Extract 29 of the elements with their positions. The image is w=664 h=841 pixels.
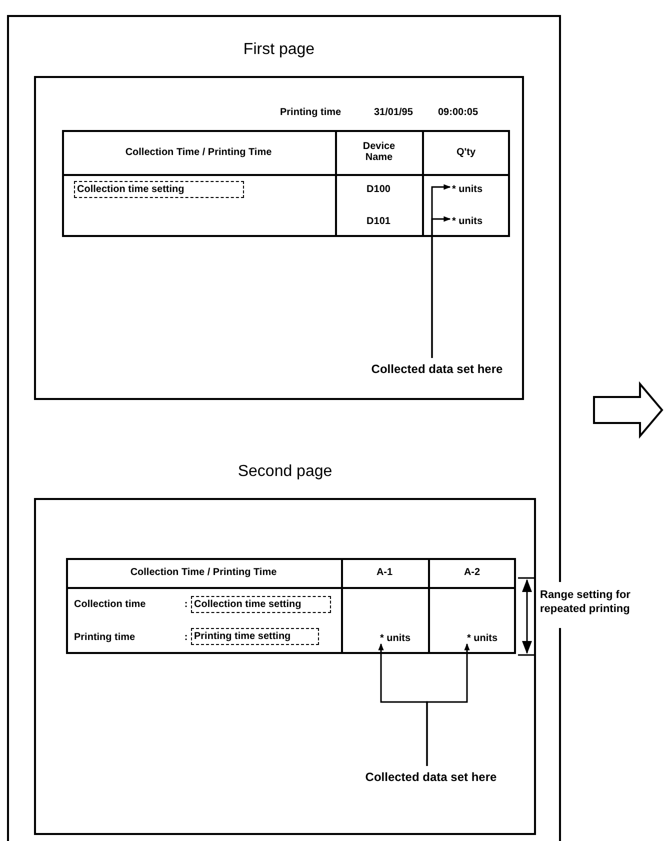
column-header: Device Name	[362, 140, 396, 165]
column-header: Collection Time / Printing Time	[129, 566, 278, 580]
device-name-text: D100	[366, 182, 392, 196]
value-text: * units	[452, 182, 507, 197]
range-note: Range setting for repeated printing	[540, 588, 632, 618]
column-header: A-1	[375, 566, 394, 580]
callout-text: Collected data set here	[342, 360, 532, 378]
colon-text: :	[183, 630, 189, 644]
callout-text: Collected data set here	[336, 768, 526, 786]
row-label: Printing time	[74, 630, 136, 644]
value-text: * units	[467, 630, 511, 646]
value-text: * units	[380, 630, 424, 646]
column-header: Q'ty	[455, 146, 477, 160]
time-text: 09:00:05	[438, 106, 480, 119]
row-label: Collection time	[74, 598, 147, 612]
value-text: * units	[452, 214, 507, 229]
input-field: Collection time setting	[74, 181, 244, 198]
input-field: Collection time setting	[191, 596, 331, 613]
page-heading: First page	[243, 40, 315, 60]
column-header: Collection Time / Printing Time	[124, 146, 273, 160]
date-text: 31/01/95	[374, 106, 414, 119]
column-header: A-2	[462, 566, 482, 580]
leader-line	[431, 216, 451, 358]
device-name-text: D101	[366, 214, 392, 228]
colon-text: :	[183, 598, 189, 612]
input-field: Printing time setting	[191, 628, 319, 645]
leader-line	[426, 643, 470, 766]
page-heading: Second page	[238, 462, 332, 482]
print-time-label: Printing time	[280, 106, 342, 119]
